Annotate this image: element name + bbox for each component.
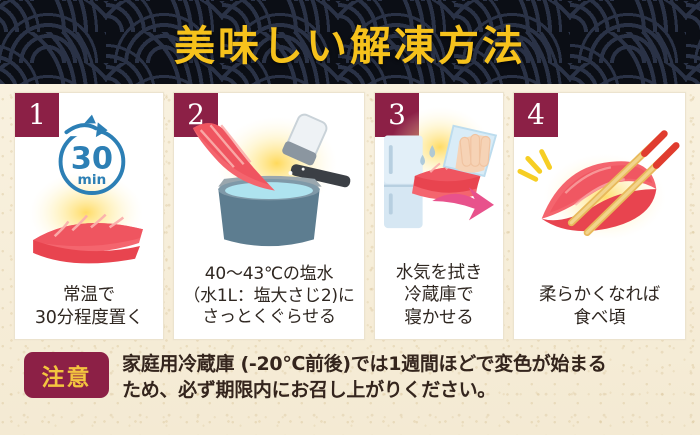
chopsticks-tuna-slice-icon <box>517 130 680 241</box>
warning-text: 家庭用冷蔵庫 (-20℃前後)では1週間ほどで変色が始まる ため、必ず期限内にお… <box>122 352 607 404</box>
step-card-4: 4 <box>513 92 686 340</box>
caption-line: 常温で <box>63 285 115 306</box>
warning-line: ため、必ず期限内にお召し上がりください。 <box>122 378 497 401</box>
refrigerator-hand-wipe-icon <box>384 106 498 229</box>
caption-line: 40〜43℃の塩水 <box>204 263 334 284</box>
caption-line: 食べ頃 <box>573 307 626 328</box>
steps-container: 1 <box>14 92 686 340</box>
caption-line: 柔らかくなれば <box>538 285 661 306</box>
warning-line: 家庭用冷蔵庫 (-20℃前後)では1週間ほどで変色が始まる <box>122 353 607 375</box>
warning-badge: 注意 <box>24 352 109 398</box>
step-caption-1: 常温で 30分程度置く <box>15 284 163 339</box>
step-card-2: 2 <box>173 92 365 340</box>
caption-line: 冷蔵庫で <box>404 285 474 306</box>
caption-line: 30分程度置く <box>34 307 144 328</box>
warning-note: 注意 家庭用冷蔵庫 (-20℃前後)では1週間ほどで変色が始まる ため、必ず期限… <box>24 352 680 404</box>
caption-line: 寝かせる <box>404 307 474 328</box>
header-banner: 美味しい解凍方法 <box>0 0 700 84</box>
step-card-3: 3 <box>374 92 504 340</box>
saucepan-saltshaker-tuna-icon <box>192 113 351 247</box>
page-title: 美味しい解凍方法 <box>174 22 526 70</box>
timer-value-label: 30 <box>71 142 113 177</box>
step-illustration-1: 30 min <box>15 93 163 284</box>
timer-unit-label: min <box>78 172 107 188</box>
tuna-block-timer-icon: 30 min <box>29 114 143 264</box>
step-caption-2: 40〜43℃の塩水 （水1L：塩大さじ2)に さっとくぐらせる <box>174 264 364 339</box>
step-illustration-2 <box>174 93 364 264</box>
step-illustration-3 <box>375 93 503 262</box>
caption-line: （水1L：塩大さじ2)に <box>183 285 355 306</box>
step-caption-3: 水気を拭き 冷蔵庫で 寝かせる <box>375 262 503 339</box>
step-illustration-4 <box>514 93 685 284</box>
step-card-1: 1 <box>14 92 164 340</box>
step-number-badge-4: 4 <box>514 93 558 137</box>
step-caption-4: 柔らかくなれば 食べ頃 <box>514 284 685 339</box>
caption-line: さっとくぐらせる <box>202 307 336 328</box>
caption-line: 水気を拭き <box>395 262 483 283</box>
seigaiha-wave-pattern-icon <box>0 0 700 84</box>
step-number-badge-1: 1 <box>15 93 59 137</box>
